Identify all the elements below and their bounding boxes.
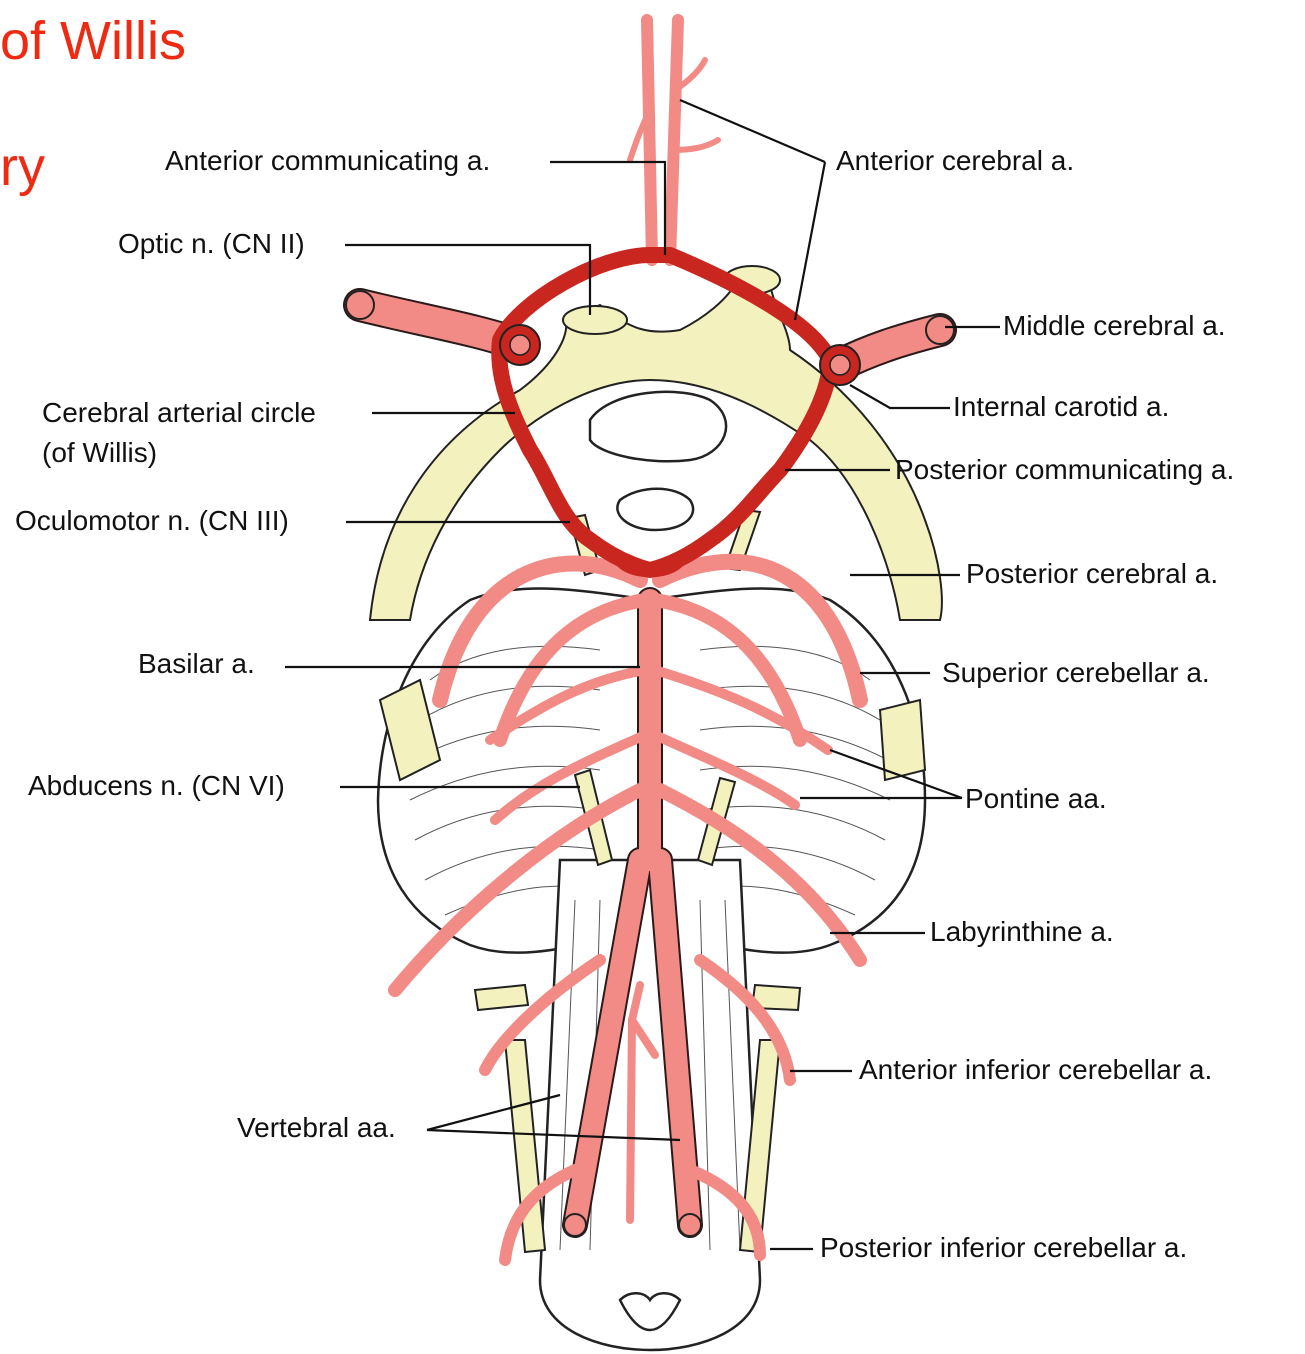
label-anterior-cerebral: Anterior cerebral a. [836, 147, 1074, 175]
label-posterior-communicating: Posterior communicating a. [895, 456, 1234, 484]
label-abducens-nerve: Abducens n. (CN VI) [28, 772, 285, 800]
label-basilar: Basilar a. [138, 650, 255, 678]
label-anterior-communicating: Anterior communicating a. [165, 147, 490, 175]
label-anterior-inferior-cerebellar: Anterior inferior cerebellar a. [859, 1056, 1212, 1084]
label-posterior-cerebral: Posterior cerebral a. [966, 560, 1218, 588]
label-pontine: Pontine aa. [965, 785, 1107, 813]
label-posterior-inferior-cerebellar: Posterior inferior cerebellar a. [820, 1234, 1187, 1262]
heading-line-2: ry [0, 140, 45, 194]
label-oculomotor-nerve: Oculomotor n. (CN III) [15, 507, 289, 535]
label-superior-cerebellar: Superior cerebellar a. [942, 659, 1210, 687]
pituitary-region [590, 392, 726, 530]
heading-line-1: of Willis [0, 14, 186, 68]
label-labyrinthine: Labyrinthine a. [930, 918, 1114, 946]
label-optic-nerve: Optic n. (CN II) [118, 230, 305, 258]
label-internal-carotid: Internal carotid a. [953, 393, 1169, 421]
label-middle-cerebral: Middle cerebral a. [1003, 312, 1226, 340]
medulla [540, 860, 760, 1350]
label-circle-line-1: Cerebral arterial circle [42, 399, 316, 427]
label-vertebral: Vertebral aa. [237, 1114, 396, 1142]
label-circle-line-2: (of Willis) [42, 439, 157, 467]
